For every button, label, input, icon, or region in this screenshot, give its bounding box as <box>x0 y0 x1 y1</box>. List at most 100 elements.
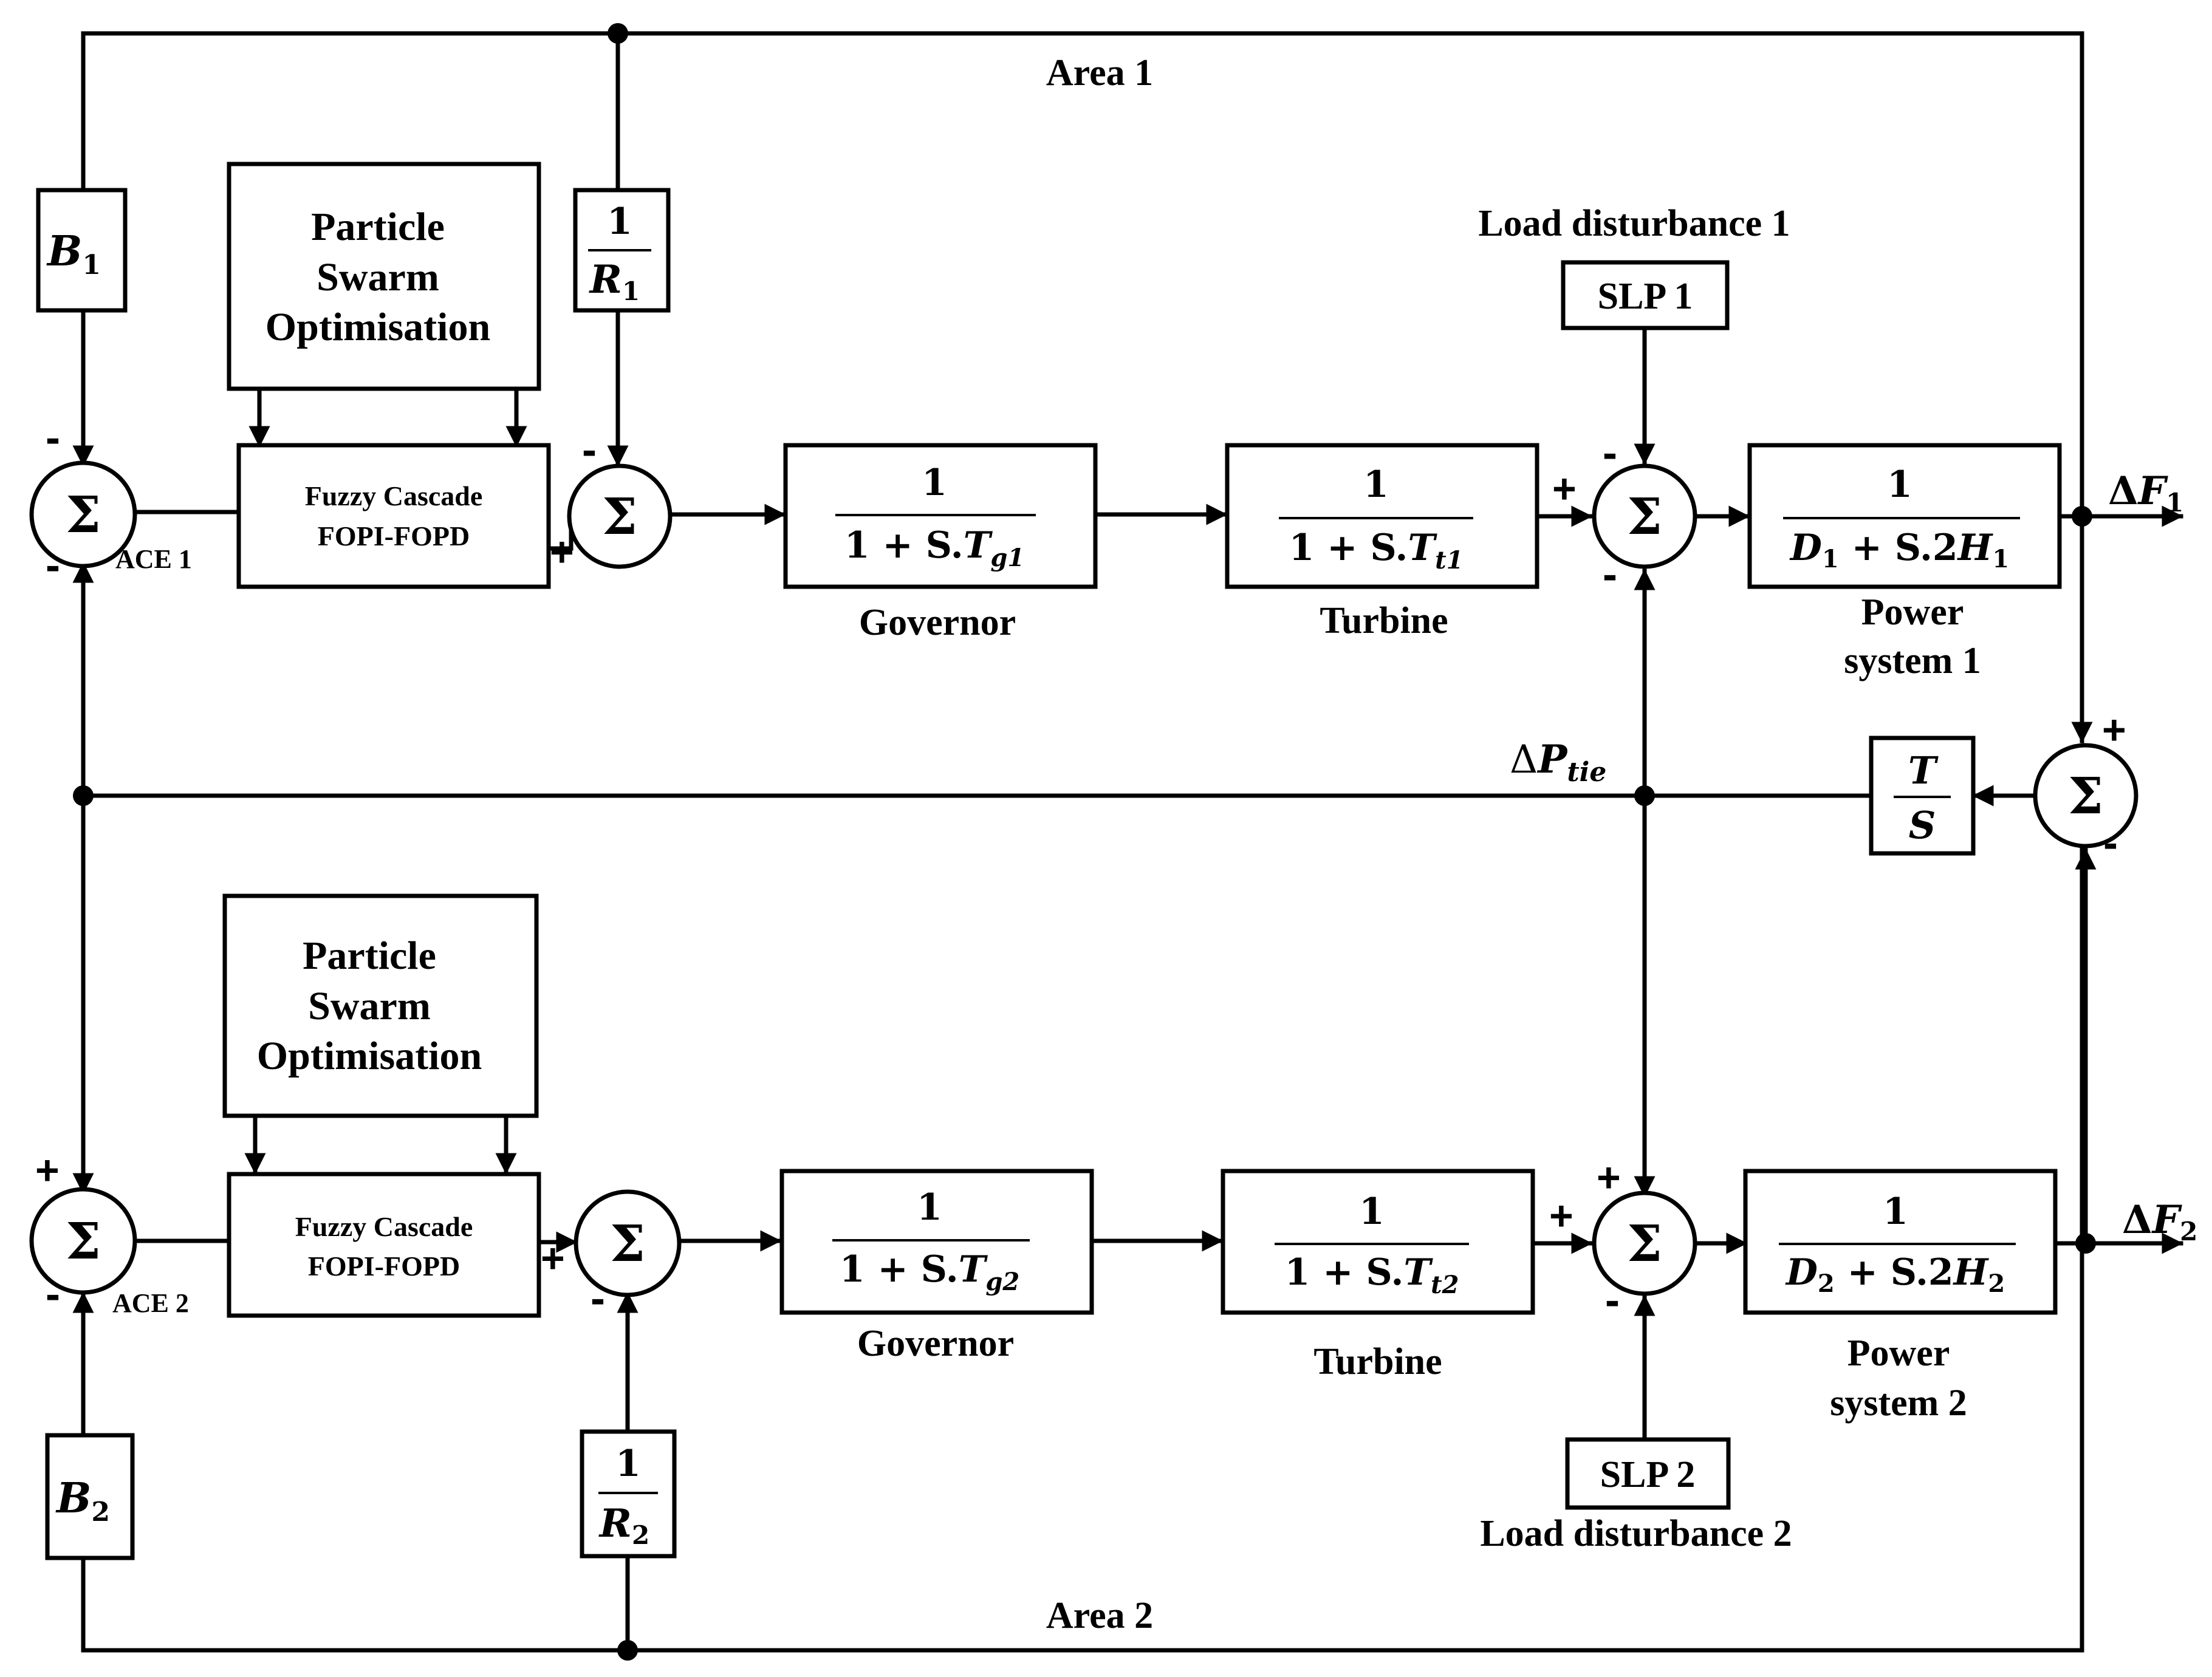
load-disturbance-1-label: Load disturbance 1 <box>1478 203 1790 244</box>
sign-tie-sum-top: + <box>2102 707 2126 753</box>
svg-text:R1: R1 <box>589 257 640 306</box>
junction-f1 <box>2072 506 2092 527</box>
controller-block-2: Fuzzy Cascade FOPI-FOPD <box>227 1172 541 1318</box>
svg-text:B2: B2 <box>55 1474 110 1528</box>
turbine-label-1: Turbine <box>1320 600 1448 641</box>
svg-text:B1: B1 <box>46 227 101 281</box>
svg-text:FOPI-FOPD: FOPI-FOPD <box>318 521 470 552</box>
svg-text:1: 1 <box>615 1443 641 1485</box>
junction-area1-top <box>608 23 628 44</box>
slp1-block: SLP 1 <box>1561 260 1730 330</box>
svg-text:1: 1 <box>1359 1190 1385 1233</box>
sum-ace1: Σ <box>29 460 137 569</box>
svg-text:R2: R2 <box>598 1501 649 1550</box>
droop-block-r2: 1 R2 <box>580 1429 677 1559</box>
ace2-label: ACE 2 <box>112 1288 189 1318</box>
delta-f1-label: ΔF1 <box>2108 468 2183 517</box>
power-system-1-label-line1: Power <box>1861 592 1964 633</box>
svg-text:1: 1 <box>917 1186 942 1229</box>
area2-label: Area 2 <box>1046 1595 1153 1636</box>
power-system-block-1: 1 D1 + S.2H1 <box>1747 443 2062 589</box>
turbine-block-2: 1 1 + S.Tt2 <box>1221 1169 1535 1315</box>
sum-controller2: Σ <box>574 1189 682 1297</box>
svg-text:1: 1 <box>1363 463 1389 506</box>
turbine-block-1: 1 1 + S.Tt1 <box>1225 443 1539 589</box>
sum-power-system2: Σ <box>1592 1190 1697 1296</box>
sign-slp1-in: - <box>1603 429 1617 477</box>
sign-ctrl1-in: + <box>550 529 574 575</box>
svg-text:SLP 1: SLP 1 <box>1598 276 1693 317</box>
pso-block-1: Particle Swarm Optimisation <box>227 162 541 391</box>
delta-f2-label: ΔF2 <box>2122 1197 2197 1246</box>
bias-block-b2: B2 <box>45 1433 135 1560</box>
ace1-label: ACE 1 <box>115 544 192 574</box>
svg-text:Σ: Σ <box>66 1212 101 1271</box>
svg-text:D1 + S.2H1: D1 + S.2H1 <box>1789 527 2009 573</box>
sign-ace1-bottom: - <box>46 541 60 590</box>
junction-area2-bottom <box>617 1640 638 1661</box>
sign-ctrl2-in: + <box>541 1235 565 1282</box>
sign-b1-in: - <box>46 414 60 462</box>
sign-ace2-bottom: - <box>46 1270 60 1319</box>
svg-text:1: 1 <box>1883 1190 1908 1233</box>
sign-labels: - - - + + - - + - + - + - + + - <box>35 414 2126 1325</box>
svg-text:S: S <box>1909 803 1936 847</box>
svg-text:Σ: Σ <box>66 486 101 544</box>
svg-text:Fuzzy Cascade: Fuzzy Cascade <box>295 1211 473 1242</box>
power-system-block-2: 1 D2 + S.2H2 <box>1743 1169 2058 1315</box>
wires <box>72 31 2183 1653</box>
sum-controller1: Σ <box>567 463 673 569</box>
delta-ptie-label: ΔPtie <box>1510 737 1606 788</box>
sign-r2-in: - <box>591 1274 605 1323</box>
sum-ace2: Σ <box>29 1187 137 1295</box>
sum-power-system1: Σ <box>1592 463 1697 569</box>
svg-text:Σ: Σ <box>1627 488 1662 546</box>
svg-text:D2 + S.2H2: D2 + S.2H2 <box>1785 1251 2005 1298</box>
governor-block-2: 1 1 + S.Tg2 <box>779 1169 1094 1315</box>
svg-text:1 + S.Tt2: 1 + S.Tt2 <box>1285 1251 1459 1299</box>
svg-text:Σ: Σ <box>1627 1215 1662 1273</box>
load-disturbance-2-label: Load disturbance 2 <box>1480 1513 1792 1554</box>
controller-block-1: Fuzzy Cascade FOPI-FOPD <box>236 443 551 589</box>
turbine-label-2: Turbine <box>1313 1341 1442 1382</box>
svg-text:1 + S.Tt1: 1 + S.Tt1 <box>1289 527 1464 575</box>
governor-block-1: 1 1 + S.Tg1 <box>783 443 1098 589</box>
svg-text:Optimisation: Optimisation <box>257 1034 482 1078</box>
junction-tie-mid <box>1634 785 1655 806</box>
svg-text:Swarm: Swarm <box>308 984 431 1028</box>
junction-f2 <box>2075 1233 2096 1254</box>
sum-tie: Σ <box>2033 743 2138 849</box>
governor-label-2: Governor <box>857 1323 1014 1364</box>
svg-text:Swarm: Swarm <box>317 255 439 299</box>
sign-tie-sum-bottom: - <box>2103 819 2118 867</box>
governor-label-1: Governor <box>859 602 1016 643</box>
svg-text:Optimisation: Optimisation <box>265 305 490 349</box>
sign-turb1-in: + <box>1552 466 1577 512</box>
svg-text:Particle: Particle <box>303 934 436 978</box>
sign-turb2-in: + <box>1549 1193 1573 1239</box>
svg-text:Σ: Σ <box>602 488 637 546</box>
svg-text:1 + S.Tg1: 1 + S.Tg1 <box>844 524 1024 572</box>
svg-text:1: 1 <box>607 200 632 243</box>
svg-text:1 + S.Tg2: 1 + S.Tg2 <box>840 1248 1019 1296</box>
droop-block-r1: 1 R1 <box>573 188 671 313</box>
junction-tie-left <box>73 785 94 806</box>
svg-text:FOPI-FOPD: FOPI-FOPD <box>308 1251 460 1282</box>
svg-text:Particle: Particle <box>311 205 445 249</box>
svg-text:Σ: Σ <box>2068 767 2103 825</box>
svg-text:T: T <box>1908 748 1939 793</box>
bias-block-b1: B1 <box>36 188 128 313</box>
power-system-1-label-line2: system 1 <box>1844 640 1981 681</box>
svg-text:Σ: Σ <box>610 1215 645 1273</box>
slp2-block: SLP 2 <box>1565 1437 1731 1510</box>
sign-tie1-in: - <box>1603 550 1617 599</box>
sign-ace2-top: + <box>35 1147 60 1194</box>
junctions <box>73 23 2096 1661</box>
svg-text:1: 1 <box>1887 463 1912 506</box>
area1-label: Area 1 <box>1046 52 1153 94</box>
svg-text:SLP 2: SLP 2 <box>1600 1454 1696 1495</box>
power-system-2-label-line1: Power <box>1847 1333 1950 1374</box>
pso-block-2: Particle Swarm Optimisation <box>222 893 539 1118</box>
tie-integrator-block: T S <box>1869 736 1976 856</box>
